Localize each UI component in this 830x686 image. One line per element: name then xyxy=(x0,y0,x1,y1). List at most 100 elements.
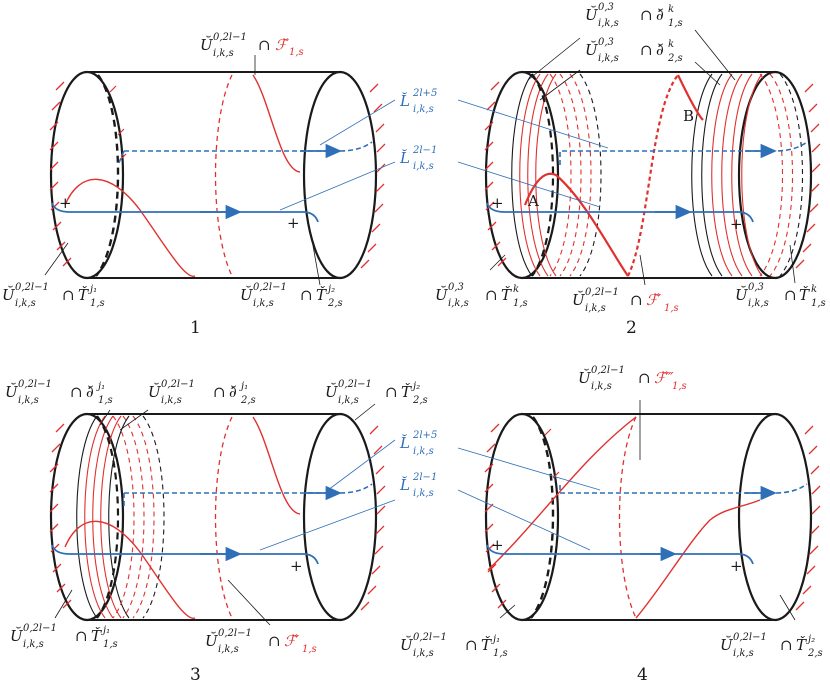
label-p2-br: Ŭ 0,3 i,k,s ∩ Ť k 1,s xyxy=(735,282,826,309)
svg-text:j₁: j₁ xyxy=(101,625,110,636)
label-p1-top: Ŭ 0,2l−1 i,k,s ∩ ℱ̆ 1,s xyxy=(200,32,304,59)
svg-text:L̆: L̆ xyxy=(399,92,410,110)
svg-text:i,k,s: i,k,s xyxy=(253,298,274,309)
svg-text:2,s: 2,s xyxy=(412,395,428,406)
svg-text:ℱ̆′: ℱ̆′ xyxy=(646,291,662,309)
svg-text:i,k,s: i,k,s xyxy=(413,104,434,115)
label-p2-tr1: Ŭ 0,3 i,k,s ∩ ∂̆ k 1,s xyxy=(585,2,683,29)
svg-text:i,k,s: i,k,s xyxy=(213,48,234,59)
svg-text:1,s: 1,s xyxy=(493,648,508,659)
svg-text:∂̆: ∂̆ xyxy=(229,383,237,401)
svg-text:Ť: Ť xyxy=(316,286,327,304)
svg-text:i,k,s: i,k,s xyxy=(448,298,469,309)
svg-text:j₁: j₁ xyxy=(239,381,248,392)
svg-text:1,s: 1,s xyxy=(513,298,528,309)
svg-text:i,k,s: i,k,s xyxy=(18,395,39,406)
svg-text:+: + xyxy=(290,557,303,575)
svg-text:0,2l−1: 0,2l−1 xyxy=(585,287,619,298)
svg-text:∩: ∩ xyxy=(213,383,226,401)
svg-text:Ŭ: Ŭ xyxy=(585,6,599,24)
svg-text:L̆: L̆ xyxy=(399,149,410,167)
svg-text:i,k,s: i,k,s xyxy=(338,395,359,406)
label-p2-bm: Ŭ 0,2l−1 i,k,s ∩ ℱ̆′ 1,s xyxy=(572,287,679,314)
svg-text:0,2l−1: 0,2l−1 xyxy=(213,32,247,43)
svg-text:Ŭ: Ŭ xyxy=(10,627,24,645)
svg-text:i,k,s: i,k,s xyxy=(591,381,612,392)
label-p3-t3: Ŭ 0,2l−1 i,k,s ∩ Ť j₂ 2,s xyxy=(325,379,428,406)
svg-text:i,k,s: i,k,s xyxy=(15,298,36,309)
svg-text:∩: ∩ xyxy=(268,632,281,650)
svg-text:Ŭ: Ŭ xyxy=(325,383,339,401)
label-p3-bm: Ŭ 0,2l−1 i,k,s ∩ ℱ̆′ 1,s xyxy=(205,628,317,655)
svg-text:i,k,s: i,k,s xyxy=(413,648,434,659)
svg-text:0,2l−1: 0,2l−1 xyxy=(591,365,625,376)
svg-text:Ŭ: Ŭ xyxy=(572,291,586,309)
svg-text:Ť: Ť xyxy=(91,627,102,645)
svg-text:i,k,s: i,k,s xyxy=(413,446,434,457)
svg-text:+: + xyxy=(59,194,72,212)
svg-text:2,s: 2,s xyxy=(240,395,256,406)
svg-text:Ŭ: Ŭ xyxy=(148,383,162,401)
label-p4-top: Ŭ 0,2l−1 i,k,s ∩ ℱ̆‴ 1,s xyxy=(578,365,687,392)
svg-text:1,s: 1,s xyxy=(811,298,826,309)
svg-text:i,k,s: i,k,s xyxy=(23,639,44,650)
svg-text:+: + xyxy=(491,536,504,554)
label-p1-bl: Ŭ 0,2l−1 i,k,s ∩ Ť j₁ 1,s xyxy=(2,282,105,309)
svg-text:0,3: 0,3 xyxy=(448,282,464,293)
dashed-meridian xyxy=(95,74,120,277)
svg-text:0,2l−1: 0,2l−1 xyxy=(18,379,52,390)
svg-text:i,k,s: i,k,s xyxy=(733,648,754,659)
panel-2: + + A B Ŭ 0,3 i,k,s ∩ ∂̆ k 1,s Ŭ 0,3 i,k… xyxy=(435,2,826,338)
svg-text:0,3: 0,3 xyxy=(748,282,764,293)
svg-text:0,2l−1: 0,2l−1 xyxy=(253,282,287,293)
right-hatches xyxy=(360,83,386,269)
svg-text:+: + xyxy=(491,194,504,212)
svg-text:ℱ̆′: ℱ̆′ xyxy=(284,632,300,650)
svg-text:i,k,s: i,k,s xyxy=(218,644,239,655)
svg-text:∩: ∩ xyxy=(630,291,643,309)
label-p3-blue-top: L̆ 2l+5 i,k,s xyxy=(399,430,437,457)
svg-text:Ť: Ť xyxy=(501,286,512,304)
svg-text:∩: ∩ xyxy=(485,286,498,304)
svg-text:0,2l−1: 0,2l−1 xyxy=(15,282,49,293)
svg-text:2l+5: 2l+5 xyxy=(412,88,437,99)
svg-text:j₂: j₂ xyxy=(326,284,335,295)
svg-text:∂̆: ∂̆ xyxy=(86,383,94,401)
svg-text:2l−1: 2l−1 xyxy=(412,145,437,156)
svg-text:Ŭ: Ŭ xyxy=(585,41,599,59)
svg-text:0,2l−1: 0,2l−1 xyxy=(23,623,57,634)
svg-text:k: k xyxy=(668,4,674,15)
label-p1-blue-bot: L̆ 2l−1 i,k,s xyxy=(399,145,437,172)
svg-text:k: k xyxy=(513,284,519,295)
svg-text:L̆: L̆ xyxy=(399,476,410,494)
svg-text:+: + xyxy=(287,214,300,232)
point-a: A xyxy=(527,192,539,210)
svg-text:Ŭ: Ŭ xyxy=(435,286,449,304)
svg-text:i,k,s: i,k,s xyxy=(598,18,619,29)
panel-1: + + Ŭ 0,2l−1 i,k,s ∩ ℱ̆ 1,s L̆ 2l+5 i,k,… xyxy=(2,32,437,338)
svg-text:Ŭ: Ŭ xyxy=(400,636,414,654)
svg-text:0,2l−1: 0,2l−1 xyxy=(338,379,372,390)
svg-text:i,k,s: i,k,s xyxy=(413,488,434,499)
left-hatches xyxy=(49,81,72,267)
svg-text:∩: ∩ xyxy=(640,41,653,59)
svg-text:Ŭ: Ŭ xyxy=(205,632,219,650)
svg-text:∩: ∩ xyxy=(62,286,75,304)
svg-text:0,3: 0,3 xyxy=(598,37,614,48)
panel-number: 2 xyxy=(626,318,637,338)
label-p1-blue-top: L̆ 2l+5 i,k,s xyxy=(399,88,437,115)
svg-text:i,k,s: i,k,s xyxy=(598,53,619,64)
svg-text:∩: ∩ xyxy=(465,636,478,654)
red-curve xyxy=(64,74,301,277)
svg-text:Ť: Ť xyxy=(401,383,412,401)
svg-text:2l+5: 2l+5 xyxy=(412,430,437,441)
svg-text:Ŭ: Ŭ xyxy=(200,36,214,54)
svg-text:Ŭ: Ŭ xyxy=(735,286,749,304)
red-dashed-meridian xyxy=(214,74,233,277)
svg-text:∩: ∩ xyxy=(780,636,793,654)
svg-text:2l−1: 2l−1 xyxy=(412,472,437,483)
right-rim xyxy=(302,70,378,280)
left-rim xyxy=(49,70,125,280)
svg-text:2,s: 2,s xyxy=(667,53,683,64)
